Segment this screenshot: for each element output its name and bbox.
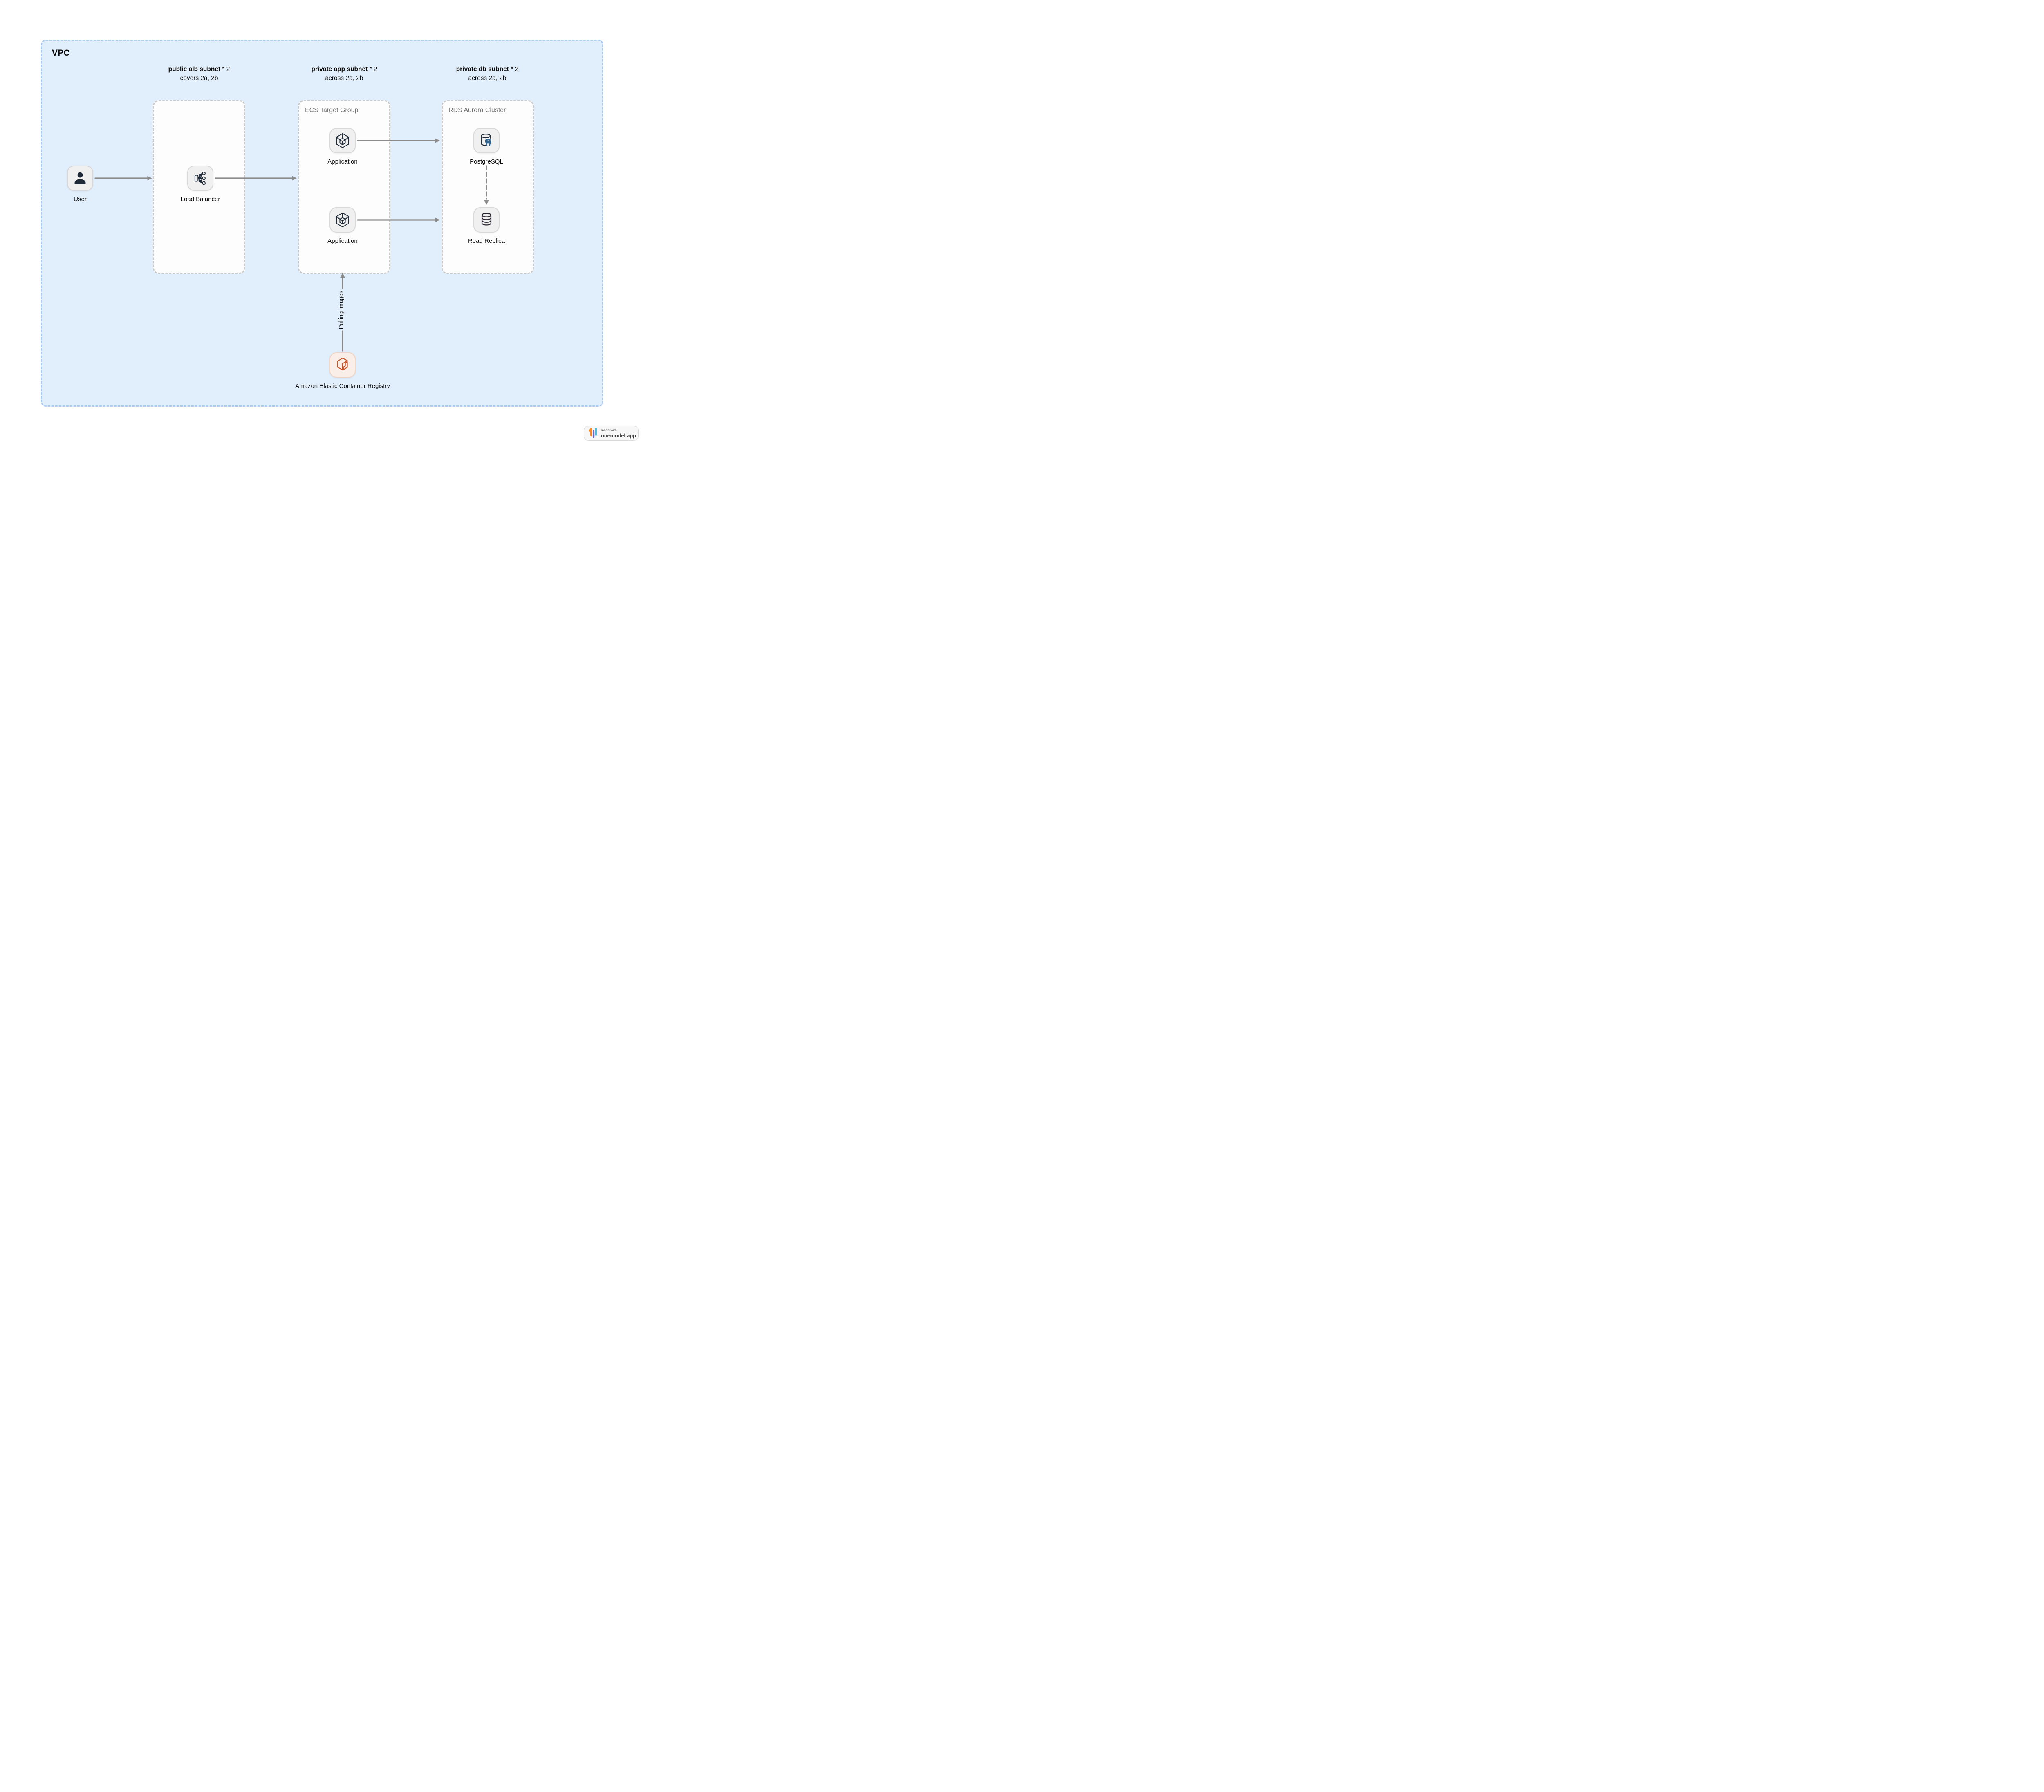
pulling-images-edge-label: Pulling images — [338, 290, 345, 329]
load-balancer-icon — [192, 170, 209, 187]
subnet-header-private-app: private app subnet * 2 across 2a, 2b — [311, 66, 377, 82]
application-2-label: Application — [327, 237, 358, 244]
application-1-node-tile[interactable] — [329, 128, 356, 153]
read-replica-label: Read Replica — [468, 237, 505, 244]
application-2-node-tile[interactable] — [329, 207, 356, 233]
node-user: User — [67, 166, 93, 203]
node-read-replica: Read Replica — [468, 207, 505, 244]
subnet-header-private-db: private db subnet * 2 across 2a, 2b — [456, 66, 519, 82]
node-postgresql: PostgreSQL — [470, 128, 503, 165]
subnet-box-rds-aurora-cluster: RDS Aurora Cluster — [442, 100, 534, 274]
ecr-icon — [334, 356, 351, 374]
read-replica-node-tile[interactable] — [473, 207, 500, 233]
user-icon — [72, 170, 89, 187]
load-balancer-label: Load Balancer — [180, 196, 220, 203]
database-stack-icon — [478, 211, 495, 228]
badge-brand-text: onemodel.app — [601, 432, 636, 439]
postgresql-label: PostgreSQL — [470, 158, 503, 165]
postgresql-node-tile[interactable] — [473, 128, 500, 153]
ecr-label: Amazon Elastic Container Registry — [295, 383, 390, 390]
badge-made-with-text: made with — [601, 428, 617, 432]
container-cube-icon — [334, 132, 351, 149]
application-1-label: Application — [327, 158, 358, 165]
onemodel-badge[interactable]: made with onemodel.app — [584, 426, 639, 441]
user-label: User — [74, 196, 87, 203]
rds-aurora-cluster-title: RDS Aurora Cluster — [448, 107, 506, 114]
node-ecr: Amazon Elastic Container Registry — [295, 352, 390, 390]
onemodel-logo-icon — [588, 426, 598, 441]
user-node-tile[interactable] — [67, 166, 93, 191]
node-application-2: Application — [327, 207, 358, 244]
vpc-label: VPC — [52, 48, 70, 58]
subnet-header-public-alb: public alb subnet * 2 covers 2a, 2b — [168, 66, 230, 82]
subnet-box-ecs-target-group: ECS Target Group — [298, 100, 390, 274]
node-load-balancer: Load Balancer — [181, 166, 220, 203]
load-balancer-node-tile[interactable] — [187, 166, 213, 191]
node-application-1: Application — [327, 128, 358, 165]
ecs-target-group-title: ECS Target Group — [305, 107, 359, 114]
postgresql-database-icon — [478, 132, 495, 149]
container-cube-icon — [334, 211, 351, 228]
ecr-node-tile[interactable] — [329, 352, 356, 378]
